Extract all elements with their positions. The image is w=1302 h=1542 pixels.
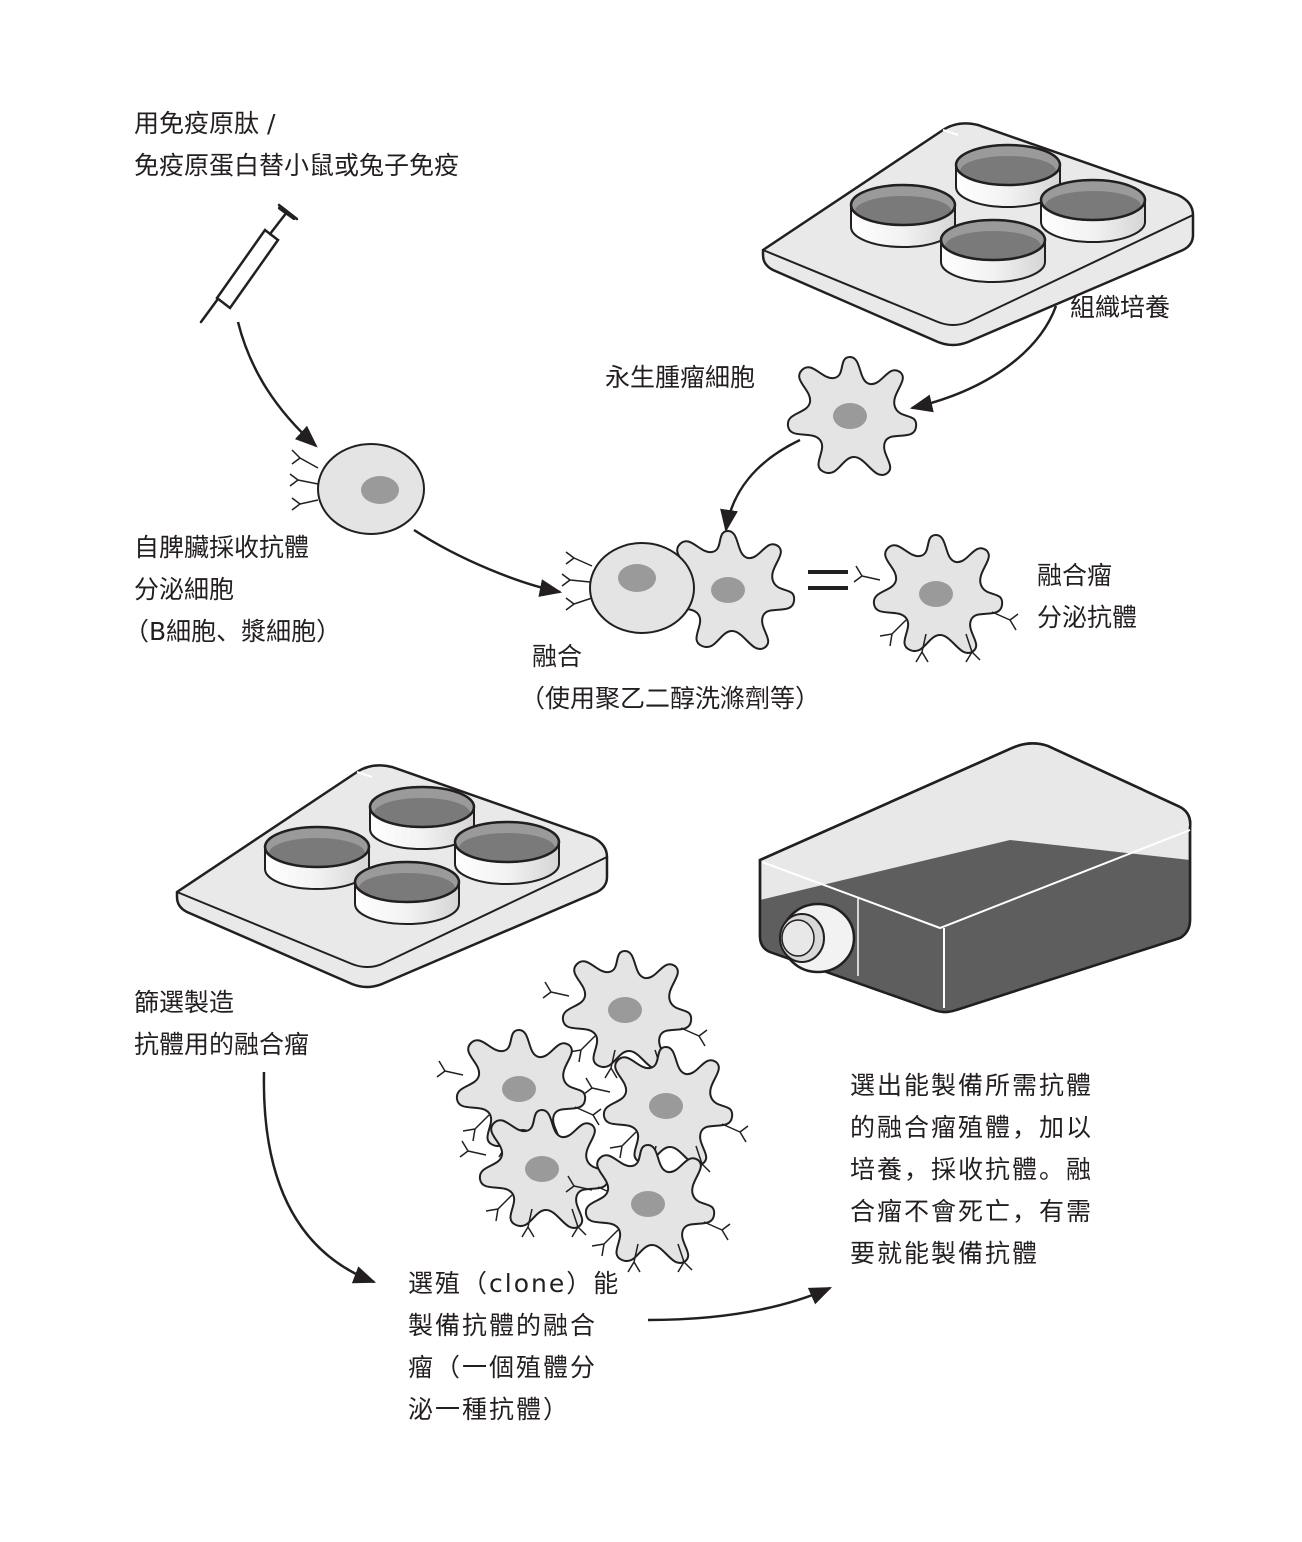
myeloma-label: 永生腫瘤細胞 (605, 363, 756, 392)
myeloma-cell (786, 356, 918, 476)
arrow-myeloma-to-fusion (720, 438, 801, 533)
arrow-culture-to-myeloma (909, 305, 1058, 413)
culture-flask (758, 742, 1192, 1014)
hybridoma-label: 融合瘤 分泌抗體 (1037, 561, 1138, 632)
arrow-clone-to-harvest (647, 1286, 833, 1322)
fusion-label: 融合 （使用聚乙二醇洗滌劑等） (520, 642, 821, 713)
arrow-syringe-to-bcell (236, 321, 318, 448)
tissue-culture-label: 組織培養 (1070, 293, 1171, 322)
screening-plate (177, 765, 607, 987)
b-cell (289, 443, 425, 535)
arrow-bcell-to-fusion (413, 528, 563, 597)
arrow-screen-to-clone (262, 1071, 377, 1284)
screen-label: 篩選製造 抗體用的融合瘤 (134, 988, 310, 1059)
equals-sign (808, 570, 848, 590)
harvest-label: 選出能製備所需抗體 的融合瘤殖體，加以 培養，採收抗體。融 合瘤不會死亡，有需 … (850, 1071, 1094, 1268)
fusion-cells (561, 530, 796, 650)
hybridoma-cell (854, 535, 1018, 662)
immunize-label: 用免疫原肽 / 免疫原蛋白替小鼠或兔子免疫 (134, 109, 460, 180)
hybridoma-clone-cluster (437, 951, 748, 1272)
arrows (236, 305, 1058, 1322)
clone-label: 選殖（clone）能 製備抗體的融合 瘤（一個殖體分 泌一種抗體） (408, 1269, 621, 1424)
b-cell-label: 自脾臟採收抗體 分泌細胞 （B細胞、漿細胞） (124, 533, 342, 646)
syringe-icon (199, 203, 299, 324)
